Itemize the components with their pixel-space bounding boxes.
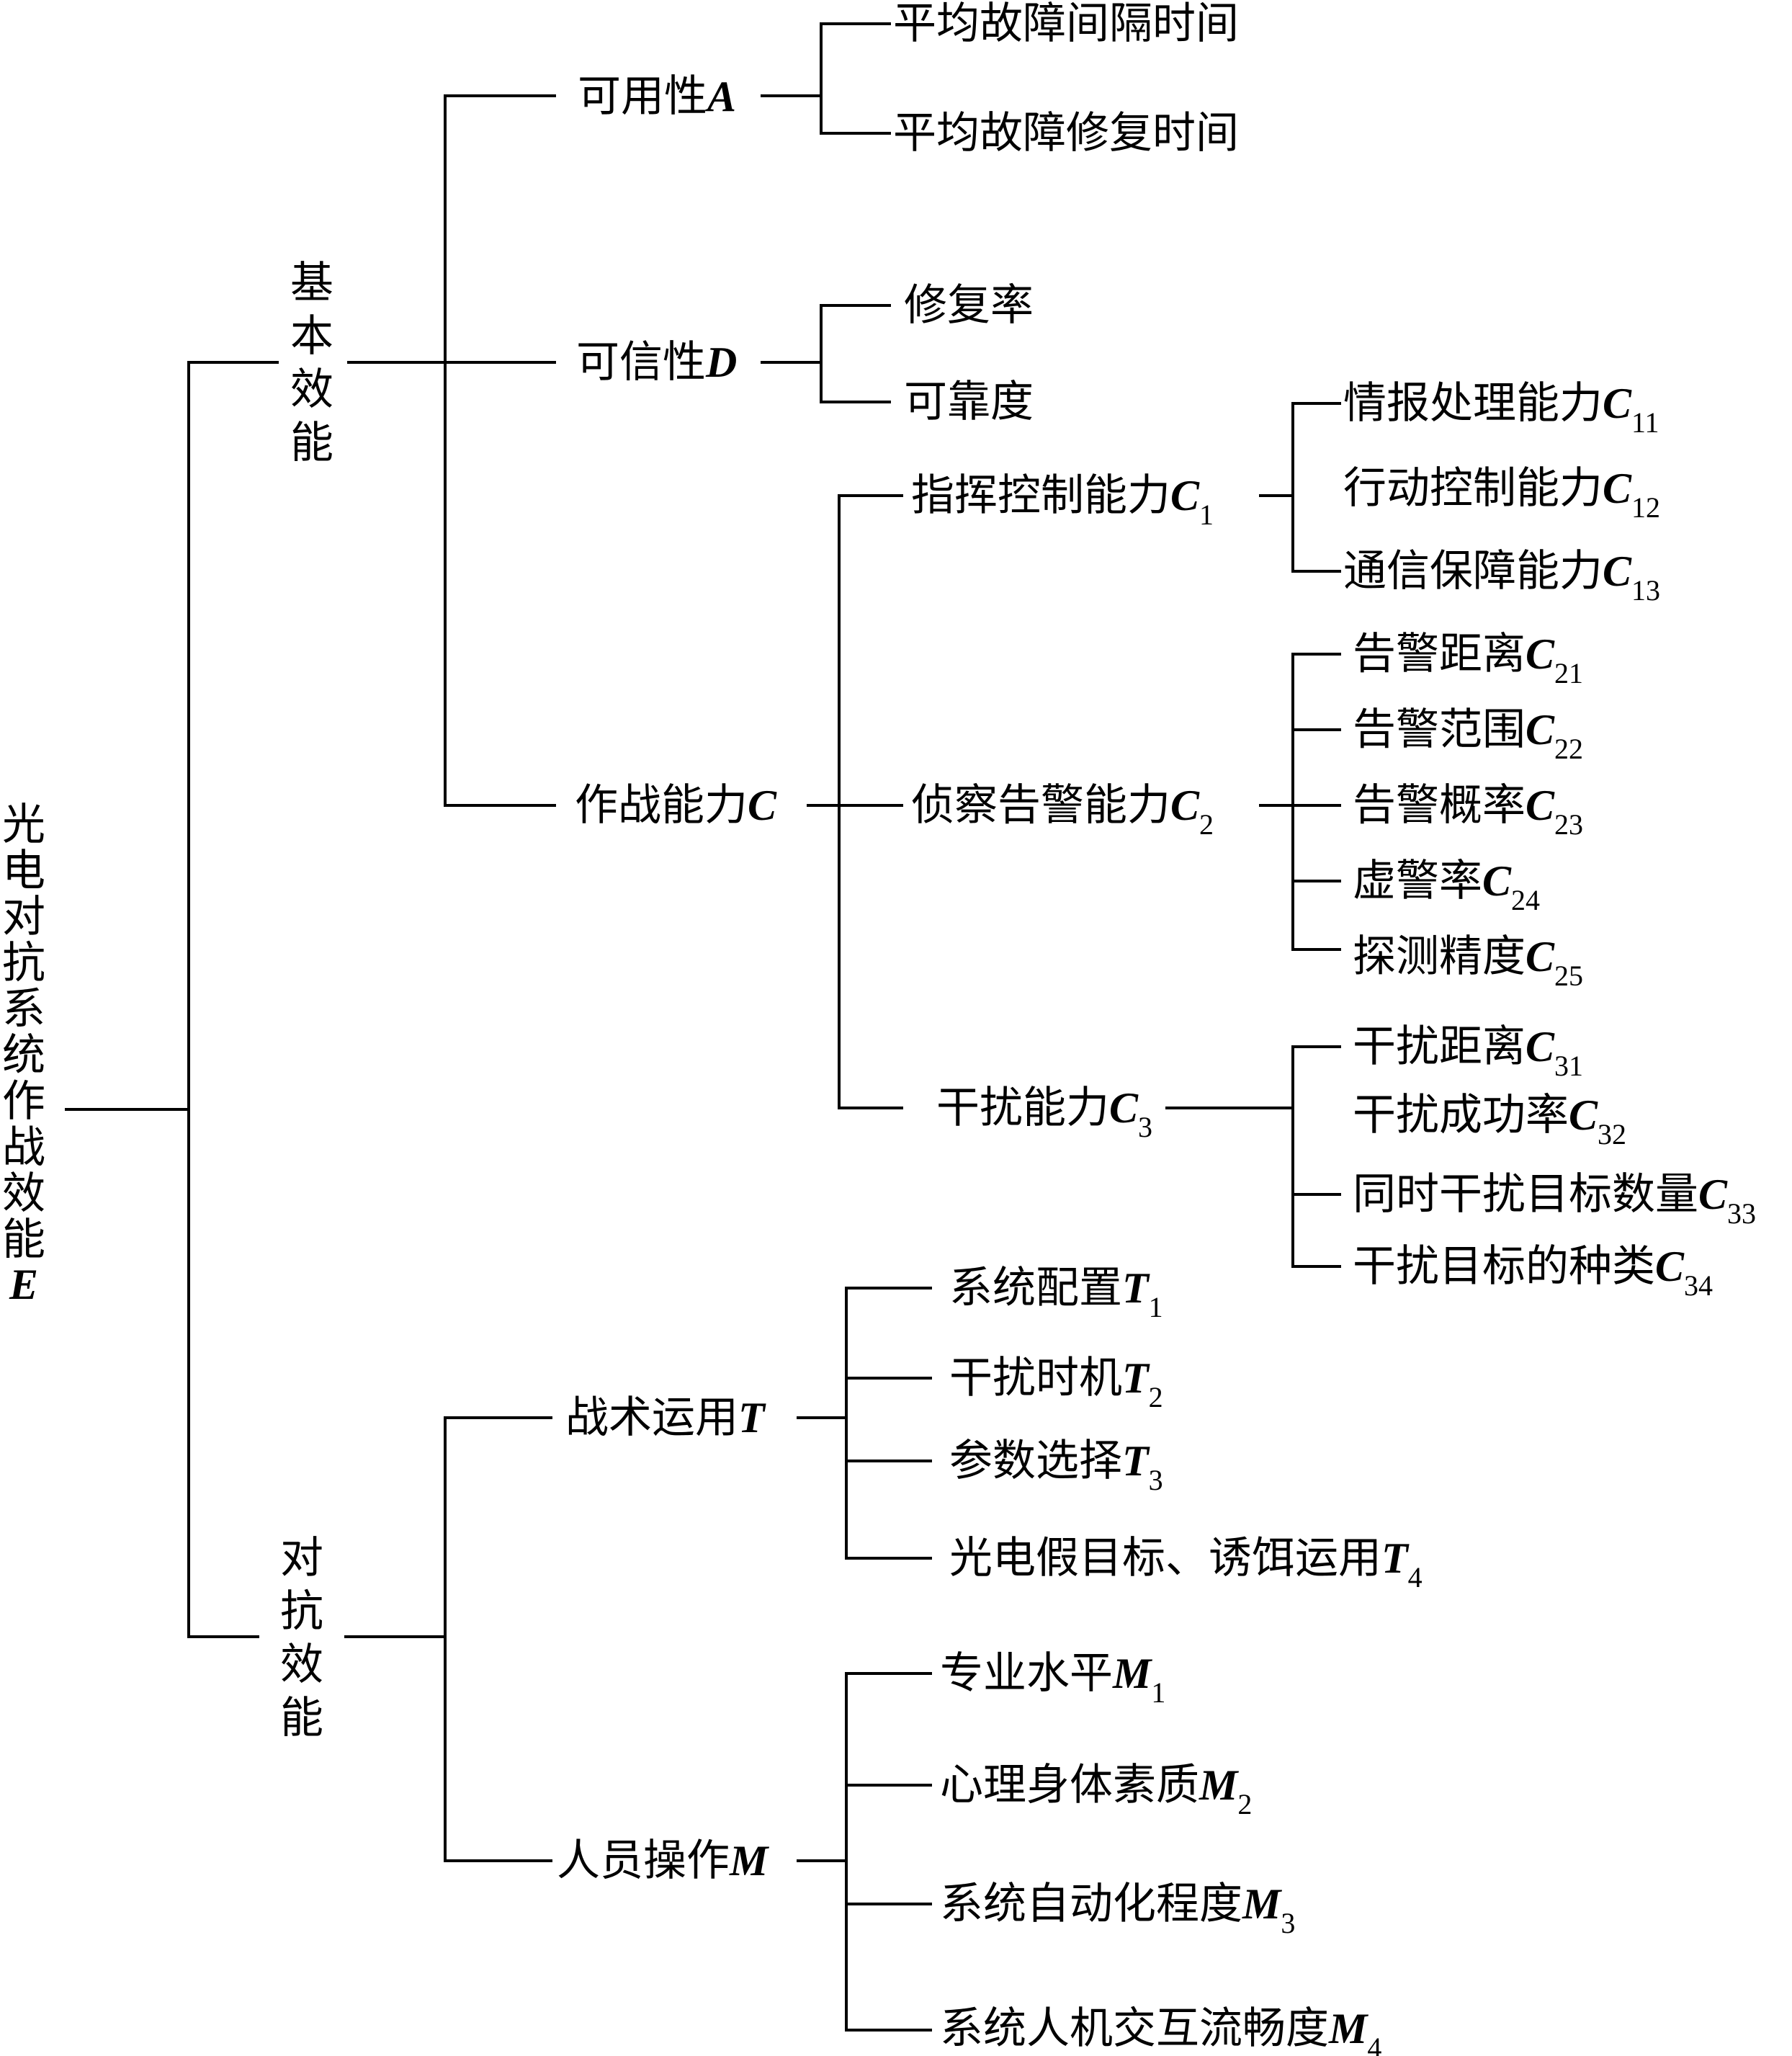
- node-jamming-success-rate: 干扰成功率C32: [1353, 1090, 1627, 1150]
- node-professional-level: 专业水平M1: [940, 1648, 1166, 1709]
- group-basic-effectiveness: 基本效能: [290, 258, 333, 468]
- node-intel-processing: 情报处理能力C11: [1343, 378, 1659, 439]
- node-availability: 可用性A: [578, 71, 737, 122]
- node-decoy-application: 光电假目标、诱饵运用T4: [949, 1533, 1423, 1594]
- node-mttr: 平均故障修复时间: [893, 108, 1239, 158]
- node-simultaneous-targets: 同时干扰目标数量C33: [1353, 1169, 1757, 1230]
- node-system-config: 系统配置T1: [949, 1263, 1163, 1323]
- node-combat-capability: 作战能力C: [575, 780, 777, 831]
- root-symbol: E: [9, 1261, 39, 1308]
- node-automation-degree: 系统自动化程度M3: [940, 1879, 1296, 1939]
- node-psych-physical: 心理身体素质M2: [940, 1760, 1253, 1820]
- node-target-types: 干扰目标的种类C34: [1353, 1241, 1713, 1302]
- node-mtbf: 平均故障间隔时间: [893, 0, 1239, 49]
- node-command-control: 指挥控制能力C1: [911, 470, 1214, 531]
- node-detection-accuracy: 探测精度C25: [1353, 931, 1584, 992]
- group-counter-effectiveness: 对抗效能: [280, 1533, 323, 1743]
- node-jamming-distance: 干扰距离C31: [1353, 1022, 1584, 1082]
- node-warning-probability: 告警概率C23: [1353, 780, 1584, 841]
- node-jamming: 干扰能力C3: [936, 1083, 1153, 1143]
- node-tactical-application: 战术运用T: [565, 1393, 765, 1443]
- node-hci-fluency: 系统人机交互流畅度M4: [940, 2003, 1382, 2056]
- node-reliability: 可靠度: [904, 377, 1034, 427]
- node-recon-warning: 侦察告警能力C2: [911, 780, 1214, 841]
- node-personnel-operation: 人员操作M: [557, 1836, 769, 1886]
- node-parameter-selection: 参数选择T3: [949, 1436, 1163, 1496]
- node-repair-rate: 修复率: [904, 280, 1034, 331]
- node-warning-range: 告警范围C22: [1353, 705, 1584, 765]
- root-node: 光电对抗系统作战效能 E: [1, 802, 46, 1306]
- node-warning-distance: 告警距离C21: [1353, 629, 1584, 689]
- node-credibility: 可信性D: [576, 337, 738, 388]
- node-comm-support: 通信保障能力C13: [1343, 546, 1661, 607]
- node-action-control: 行动控制能力C12: [1343, 463, 1661, 524]
- node-jamming-timing: 干扰时机T2: [949, 1353, 1163, 1413]
- root-label: 光电对抗系统作战效能: [2, 800, 45, 1265]
- node-false-alarm-rate: 虚警率C24: [1353, 856, 1541, 916]
